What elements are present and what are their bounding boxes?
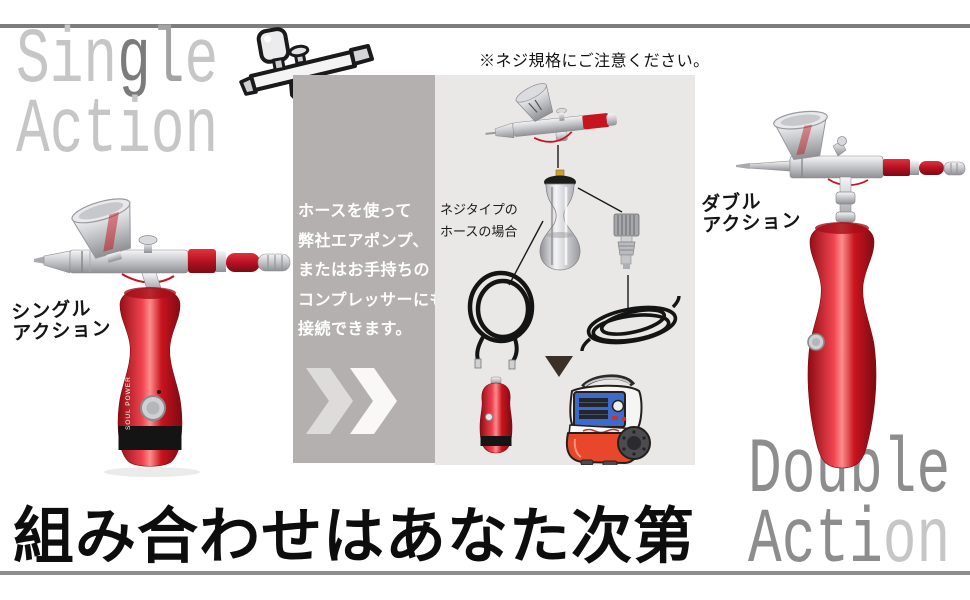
label-single-action-jp: シングル アクション <box>11 297 112 344</box>
label-double-action-jp: ダブル アクション <box>701 189 802 236</box>
pump-bottle <box>807 222 877 469</box>
hose-panel-text: ホースを使って 弊社エアポンプ、 またはお手持ちの コンプレッサーにも 接続でき… <box>298 197 446 345</box>
trigger-lever <box>832 136 847 157</box>
double-chevron-right-icon <box>306 368 397 434</box>
trigger-button <box>138 235 158 253</box>
pump-bottle: SOUL POWER <box>117 287 183 467</box>
hose-panel-line: 弊社エアポンプ、 <box>298 232 430 250</box>
gravity-cup <box>773 110 828 161</box>
coiled-hose-right <box>580 295 681 352</box>
cartoon-cup <box>256 27 291 72</box>
screw-panel: ネジタイプの ホースの場合 <box>435 75 695 465</box>
gravity-cup <box>71 198 131 263</box>
hose-panel-line: 接続できます。 <box>298 321 412 338</box>
pump-brand-text: SOUL POWER <box>125 376 132 430</box>
mini-pump <box>479 376 513 454</box>
screw-note-line: ホースの場合 <box>440 224 518 239</box>
screw-note-line: ネジタイプの <box>440 202 518 217</box>
heading-single-action: Single Action <box>16 17 219 175</box>
screw-panel-diagram <box>467 83 681 465</box>
hose-panel: ホースを使って 弊社エアポンプ、 またはお手持ちの コンプレッサーにも 接続でき… <box>293 75 446 463</box>
single-action-airbrush-photo: SOUL POWER <box>34 198 291 477</box>
airbrush-body <box>736 155 966 187</box>
cartoon-trigger <box>288 44 310 66</box>
heading-double-line2: Action <box>748 497 951 585</box>
screw-adapter <box>539 169 581 271</box>
double-action-airbrush-photo <box>736 110 966 469</box>
heading-single-line1: Single <box>16 17 219 105</box>
top-divider <box>0 24 970 28</box>
bottom-divider <box>0 571 970 575</box>
hose-nipple-connector <box>613 213 640 269</box>
coiled-hose-left <box>467 270 535 370</box>
air-stem <box>835 176 856 228</box>
panel-airbrush <box>485 83 618 143</box>
hose-panel-line: コンプレッサーにも <box>298 291 447 309</box>
hose-panel-line: ホースを使って <box>298 203 412 220</box>
heading-double-action: Double Action <box>748 432 951 585</box>
triangle-down-icon <box>545 356 573 377</box>
heading-single-line2: Action <box>16 87 219 175</box>
screw-standard-notice: ※ネジ規格にご注意ください。 <box>479 53 710 70</box>
hose-panel-line: またはお手持ちの <box>298 262 431 279</box>
screw-note: ネジタイプの ホースの場合 <box>440 199 518 243</box>
airbrush-body <box>34 249 291 284</box>
compressor-illustration <box>565 374 651 465</box>
headline: 組み合わせはあなた次第 <box>13 502 696 570</box>
